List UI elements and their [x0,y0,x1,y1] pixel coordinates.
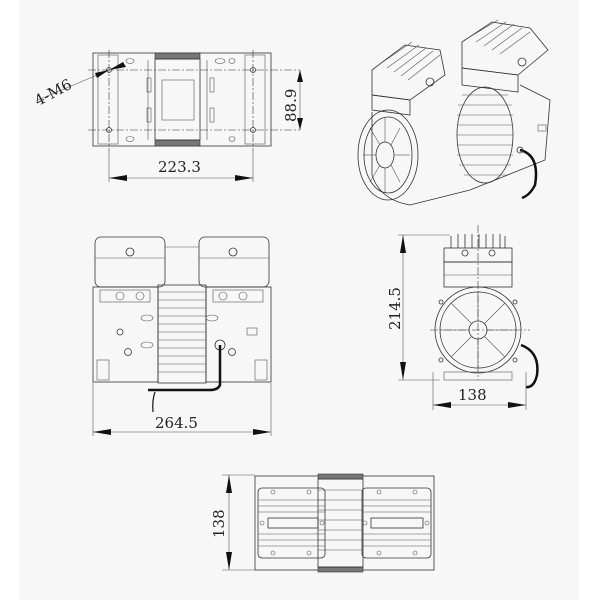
width-dimension-label: 223.3 [158,158,201,176]
top-mounting-view [37,50,303,182]
front-width-dimension-label: 264.5 [155,414,198,432]
bottom-height-dimension-label: 138 [210,509,228,538]
side-width-dimension-label: 138 [458,386,487,404]
side-height-dimension-label: 214.5 [386,287,404,330]
front-view [92,236,272,436]
bottom-view [222,473,435,573]
height-dimension-label: 88.9 [282,89,300,122]
side-view [398,225,539,410]
thread-callout-label: 4-M6 [31,75,74,109]
isometric-view [357,19,551,206]
